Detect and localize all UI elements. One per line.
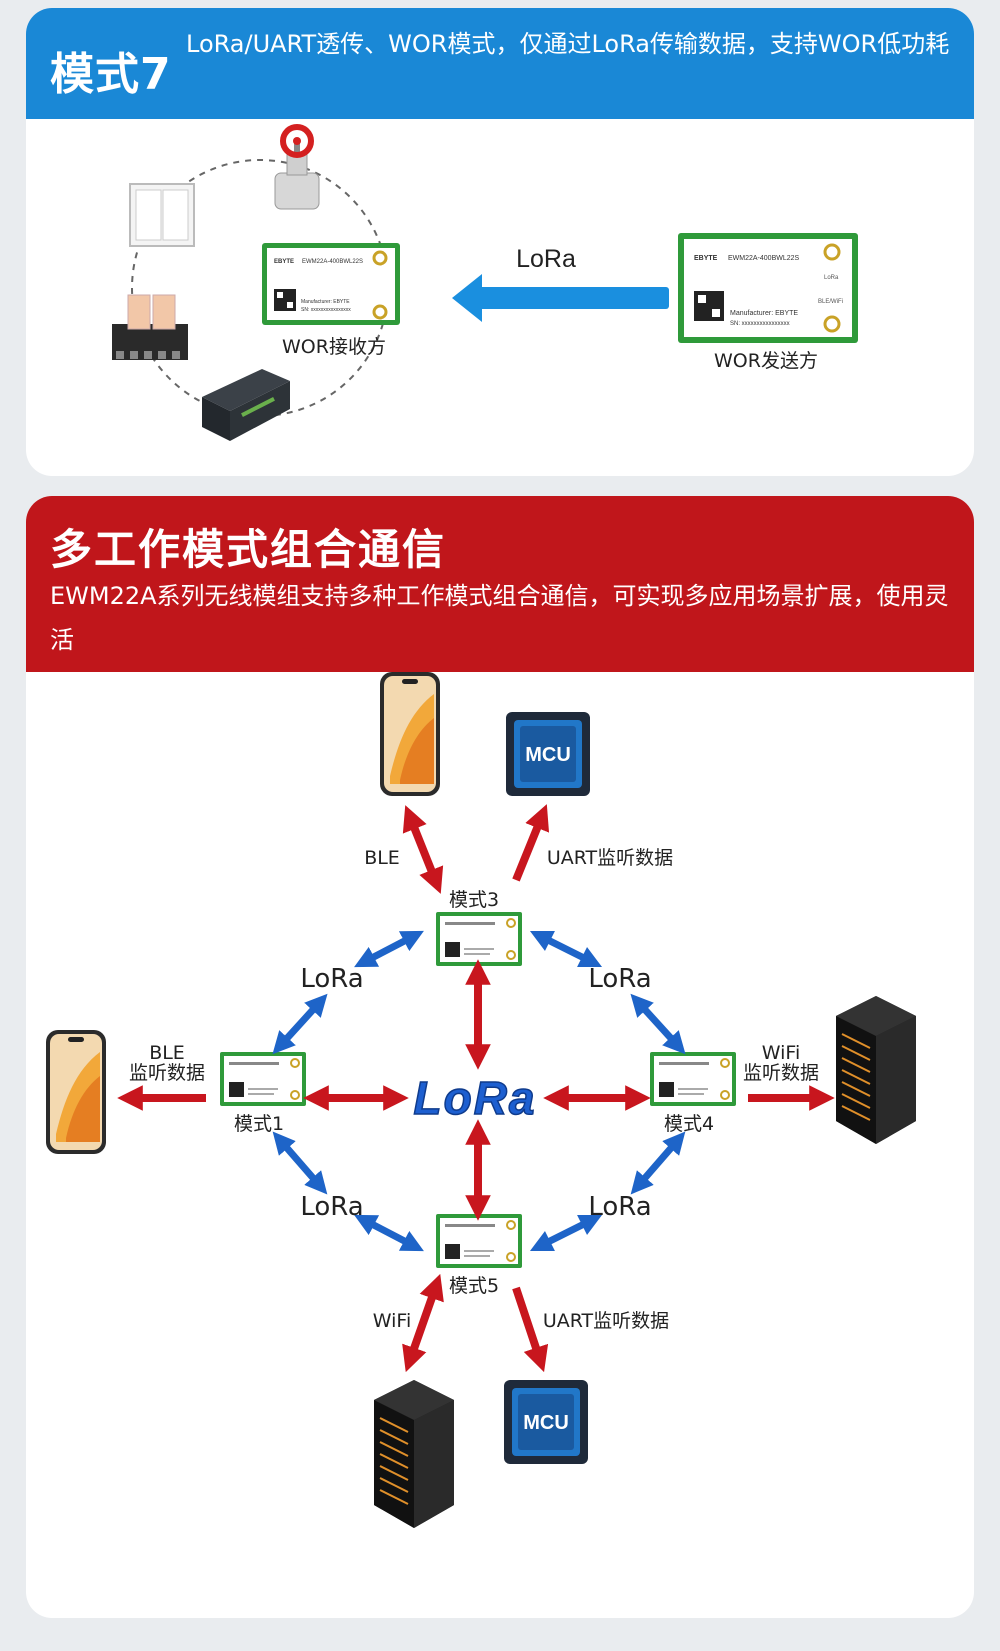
wor-sender-label: WOR发送方 — [714, 350, 818, 372]
lora-center-logo: LoRa — [414, 1072, 537, 1124]
mcu-label-top: MCU — [525, 744, 571, 766]
lora-arrow-blue-2 — [272, 993, 328, 1055]
lora-label-bottom-right: LoRa — [588, 1192, 652, 1222]
lora-label-top-right: LoRa — [588, 964, 652, 994]
sender-module-sn: SN: xxxxxxxxxxxxxxxx — [730, 321, 790, 327]
phone-icon-top — [380, 672, 440, 796]
mcu-label-bottom: MCU — [523, 1412, 569, 1434]
sender-band-lora: LoRa — [824, 275, 839, 281]
lora-label-bottom-left: LoRa — [300, 1192, 364, 1222]
link-uart-bottom-label: UART监听数据 — [542, 1310, 670, 1332]
mode5-label: 模式5 — [448, 1275, 500, 1297]
link-wifi-bottom-label: WiFi — [372, 1310, 412, 1332]
module-manufacturer: Manufacturer: EBYTE — [301, 299, 350, 305]
link-wifi-listen-label-1: WiFi — [761, 1042, 801, 1064]
ble-arrow-top — [402, 805, 444, 894]
sender-module-manufacturer: Manufacturer: EBYTE — [730, 310, 798, 317]
wor-receiver-label: WOR接收方 — [282, 336, 386, 358]
link-ble-listen-label-2: 监听数据 — [128, 1062, 205, 1084]
phone-icon-left — [46, 1030, 106, 1154]
link-wifi-listen-label-2: 监听数据 — [742, 1062, 819, 1084]
link-ble-listen-label-1: BLE — [149, 1042, 185, 1064]
mode7-description: LoRa/UART透传、WOR模式，仅通过LoRa传输数据，支持WOR低功耗 — [186, 30, 950, 58]
mode1-label: 模式1 — [233, 1113, 285, 1135]
mcu-chip-icon-top: MCU — [506, 712, 590, 796]
module-sn: SN: xxxxxxxxxxxxxxxx — [301, 307, 351, 313]
multi-mode-card: 多工作模式组合通信 EWM22A系列无线模组支持多种工作模式组合通信，可实现多应… — [26, 496, 974, 1618]
mode7-title: 模式7 — [50, 49, 172, 100]
server-icon-right — [835, 995, 917, 1145]
section-description: EWM22A系列无线模组支持多种工作模式组合通信，可实现多应用场景扩展，使用灵活 — [50, 582, 949, 654]
sender-band-ble: BLE/WiFi — [818, 299, 843, 305]
lora-arrow-blue-6 — [354, 1214, 424, 1252]
wor-receiver-module: EBYTE EWM22A-400BWL22S Manufacturer: EBY… — [262, 243, 400, 325]
uart-arrow-top — [512, 804, 550, 882]
relay-icon — [112, 294, 188, 360]
link-ble-label: BLE — [364, 847, 400, 869]
module-mode4 — [649, 1051, 737, 1107]
section-title: 多工作模式组合通信 — [50, 525, 447, 574]
lora-link-label: LoRa — [516, 245, 576, 273]
multi-mode-diagram: MCU MCU LoRa — [46, 672, 917, 1529]
module-mode1 — [219, 1051, 307, 1107]
mode7-card: 模式7 LoRa/UART透传、WOR模式，仅通过LoRa传输数据，支持WOR低… — [26, 8, 974, 476]
uart-arrow-bottom — [512, 1286, 549, 1373]
server-icon-bottom — [373, 1379, 455, 1529]
lora-arrow-blue-5 — [272, 1131, 328, 1195]
wifi-arrow-bottom — [402, 1273, 444, 1373]
valve-icon — [274, 124, 320, 210]
multi-mode-header: 多工作模式组合通信 EWM22A系列无线模组支持多种工作模式组合通信，可实现多应… — [26, 496, 974, 672]
mode7-header: 模式7 LoRa/UART透传、WOR模式，仅通过LoRa传输数据，支持WOR低… — [26, 8, 974, 119]
lora-label-top-left: LoRa — [300, 964, 364, 994]
module-mode3 — [435, 911, 523, 967]
lora-arrow-blue-4 — [630, 993, 686, 1055]
sender-module-brand: EBYTE — [694, 255, 718, 262]
module-mode5 — [435, 1213, 523, 1269]
lora-arrow-blue-1 — [354, 930, 424, 968]
plc-controller-icon — [202, 369, 290, 441]
mode3-label: 模式3 — [448, 889, 500, 911]
mode4-label: 模式4 — [663, 1113, 715, 1135]
module-model: EWM22A-400BWL22S — [302, 259, 363, 265]
lora-link-arrow — [452, 274, 669, 322]
light-switch-icon — [129, 183, 195, 247]
module-brand: EBYTE — [274, 259, 294, 265]
sender-module-model: EWM22A-400BWL22S — [728, 255, 800, 262]
mode7-diagram: EBYTE EWM22A-400BWL22S Manufacturer: EBY… — [112, 124, 858, 441]
lora-arrow-blue-8 — [529, 1214, 603, 1252]
mcu-chip-icon-bottom: MCU — [504, 1380, 588, 1464]
lora-arrow-blue-7 — [630, 1131, 686, 1195]
lora-arrow-blue-3 — [529, 930, 603, 968]
link-uart-top-label: UART监听数据 — [546, 847, 674, 869]
wor-sender-module: EBYTE EWM22A-400BWL22S LoRa BLE/WiFi Man… — [678, 233, 858, 343]
